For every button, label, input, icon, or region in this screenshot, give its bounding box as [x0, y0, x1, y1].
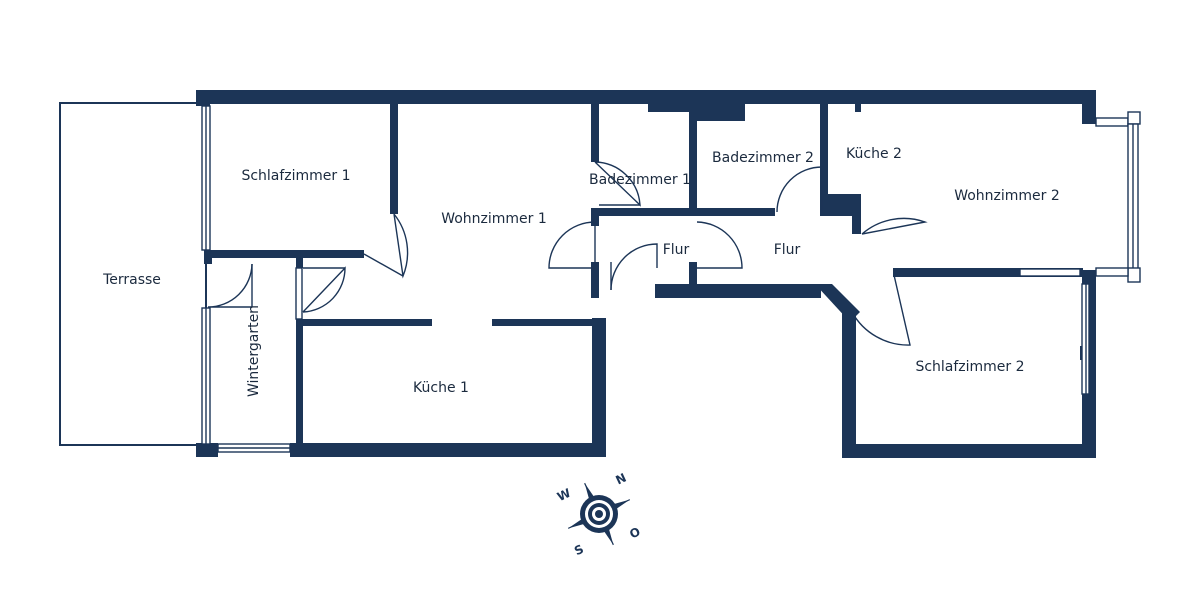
windows	[201, 105, 1141, 453]
room-label-badezimmer-1: Badezimmer 1	[589, 172, 691, 188]
door-swings	[207, 161, 928, 346]
interior-walls	[204, 104, 1094, 456]
room-label-flur-right: Flur	[774, 242, 801, 258]
room-label-terrasse: Terrasse	[102, 272, 161, 288]
room-label-wohnzimmer-2: Wohnzimmer 2	[954, 188, 1060, 204]
room-labels: Terrasse Schlafzimmer 1 Wohnzimmer 1 Bad…	[102, 146, 1060, 397]
room-label-schlafzimmer-2: Schlafzimmer 2	[915, 359, 1024, 375]
room-label-kueche-2: Küche 2	[846, 146, 902, 162]
room-label-kueche-1: Küche 1	[413, 380, 469, 396]
terrace-outline	[59, 102, 207, 446]
compass-w: W	[555, 486, 573, 504]
compass-rose: N O S W	[555, 471, 643, 559]
room-label-schlafzimmer-1: Schlafzimmer 1	[241, 168, 350, 184]
room-label-flur-left: Flur	[663, 242, 690, 258]
compass-o: O	[627, 524, 642, 541]
compass-n: N	[613, 471, 628, 488]
room-label-badezimmer-2: Badezimmer 2	[712, 150, 814, 166]
compass-s: S	[572, 542, 586, 558]
room-label-wohnzimmer-1: Wohnzimmer 1	[441, 211, 547, 227]
room-label-wintergarten: Wintergarten	[246, 305, 262, 397]
